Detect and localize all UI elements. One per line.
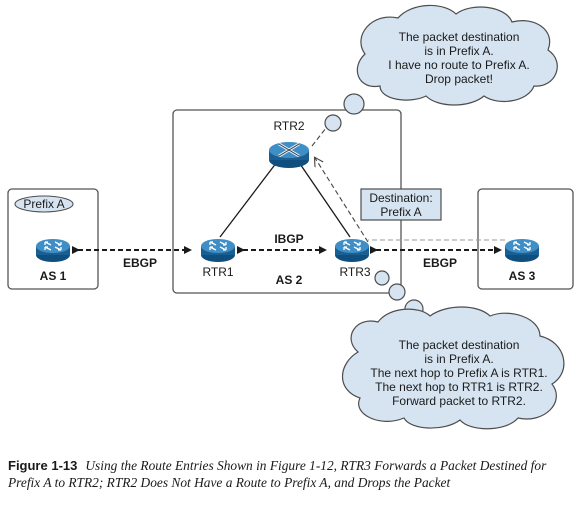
as3-label: AS 3 — [509, 269, 536, 283]
prefix-a-tag: Prefix A — [14, 195, 74, 213]
prefix-a-label: Prefix A — [23, 197, 64, 211]
thought-cloud-rtr3: The packet destination is in Prefix A. T… — [342, 270, 565, 430]
as3-box — [477, 188, 574, 290]
router-rtr2 — [269, 142, 309, 168]
router-as1 — [35, 238, 71, 263]
as1-label: AS 1 — [40, 269, 67, 283]
thought-cloud-rtr2: The packet destination is in Prefix A. I… — [324, 4, 558, 132]
link-rtr3-rtr2 — [295, 157, 351, 238]
cloud-bottom-line-5: Forward packet to RTR2. — [392, 394, 526, 408]
ebgp-left-label: EBGP — [123, 256, 157, 270]
router-rtr1 — [200, 238, 236, 263]
cloud-top-line-3: I have no route to Prefix A. — [388, 58, 529, 72]
router-rtr3 — [334, 238, 370, 263]
network-diagram: Prefix A AS 1 RTR2 RTR1 RTR3 AS 2 AS 3 E… — [7, 4, 574, 430]
destination-line-2: Prefix A — [380, 205, 421, 219]
cloud-bottom-line-3: The next hop to Prefix A is RTR1. — [370, 366, 547, 380]
packet-path-to-rtr2 — [315, 158, 369, 243]
packet-path-rtr2-up — [311, 127, 327, 147]
cloud-top-line-2: is in Prefix A. — [424, 44, 493, 58]
rtr2-label: RTR2 — [273, 119, 304, 133]
cloud-bottom-line-4: The next hop to RTR1 is RTR2. — [375, 380, 543, 394]
link-rtr1-rtr2 — [219, 157, 281, 238]
rtr3-label: RTR3 — [339, 265, 370, 279]
cloud-bottom-line-1: The packet destination — [399, 338, 520, 352]
ebgp-right-label: EBGP — [423, 256, 457, 270]
cloud-bottom-line-2: is in Prefix A. — [424, 352, 493, 366]
rtr1-label: RTR1 — [202, 265, 233, 279]
as2-label: AS 2 — [276, 273, 303, 287]
cloud-top-line-4: Drop packet! — [425, 72, 493, 86]
figure-number: Figure 1-13 — [8, 458, 78, 473]
router-as3 — [504, 238, 540, 263]
figure-title: Using the Route Entries Shown in Figure … — [8, 458, 547, 490]
cloud-top-line-1: The packet destination — [399, 30, 520, 44]
destination-line-1: Destination: — [369, 191, 432, 205]
destination-box: Destination: Prefix A — [360, 188, 442, 221]
ibgp-label: IBGP — [274, 232, 303, 246]
